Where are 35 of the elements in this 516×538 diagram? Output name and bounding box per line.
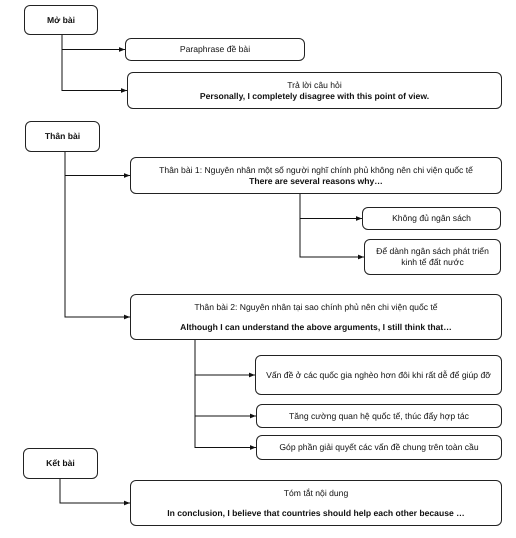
box-text: Thân bài 2: Nguyên nhân tại sao chính phủ nên chi viện quốc tế bbox=[194, 302, 438, 312]
connector-arrow bbox=[62, 34, 128, 93]
section-title: Mở bài bbox=[46, 14, 76, 26]
box-text: Trả lời câu hỏi bbox=[287, 80, 342, 90]
content-box bbox=[256, 435, 502, 460]
content-box bbox=[256, 404, 502, 428]
connector-arrow bbox=[194, 340, 256, 450]
content-box bbox=[130, 157, 502, 194]
section-title: Thân bài bbox=[44, 131, 80, 142]
content-box bbox=[362, 207, 501, 230]
content-box bbox=[130, 294, 502, 340]
content-box bbox=[364, 239, 501, 275]
connector-arrow bbox=[64, 152, 130, 320]
box-text: Paraphrase đề bài bbox=[180, 44, 250, 55]
content-box bbox=[125, 38, 305, 61]
content-box bbox=[130, 480, 502, 526]
example-sentence: In conclusion, I believe that countries should help each other because … bbox=[167, 508, 465, 518]
example-sentence: There are several reasons why… bbox=[249, 176, 383, 186]
content-box bbox=[127, 72, 502, 109]
example-sentence: Although I can understand the above arguments, I still think that… bbox=[180, 322, 452, 332]
box-text: Thân bài 1: Nguyên nhân một số người nghĩ chính phủ không nên chi viện quốc tế bbox=[159, 164, 473, 176]
box-text: Không đủ ngân sách bbox=[392, 213, 471, 224]
connector-arrow bbox=[60, 478, 130, 506]
section-title: Kết bài bbox=[46, 458, 75, 469]
box-text: Góp phần giải quyết các vấn đề chung trên toàn cầu bbox=[279, 442, 479, 453]
section-box bbox=[23, 448, 98, 479]
box-text: Tóm tắt nội dung bbox=[284, 488, 348, 498]
section-box bbox=[25, 121, 100, 152]
box-text: Tăng cường quan hệ quốc tế, thúc đẩy hợp tác bbox=[289, 410, 469, 422]
box-text: Để dành ngân sách phát triển kinh tế đất nước bbox=[375, 246, 490, 268]
box-text: Vấn đề ở các quốc gia nghèo hơn đôi khi rất dễ để giúp đỡ bbox=[266, 370, 491, 380]
connector-arrow bbox=[300, 194, 364, 260]
example-sentence: Personally, I completely disagree with this point of view. bbox=[200, 90, 430, 102]
content-box bbox=[255, 355, 502, 395]
section-box bbox=[24, 5, 98, 35]
